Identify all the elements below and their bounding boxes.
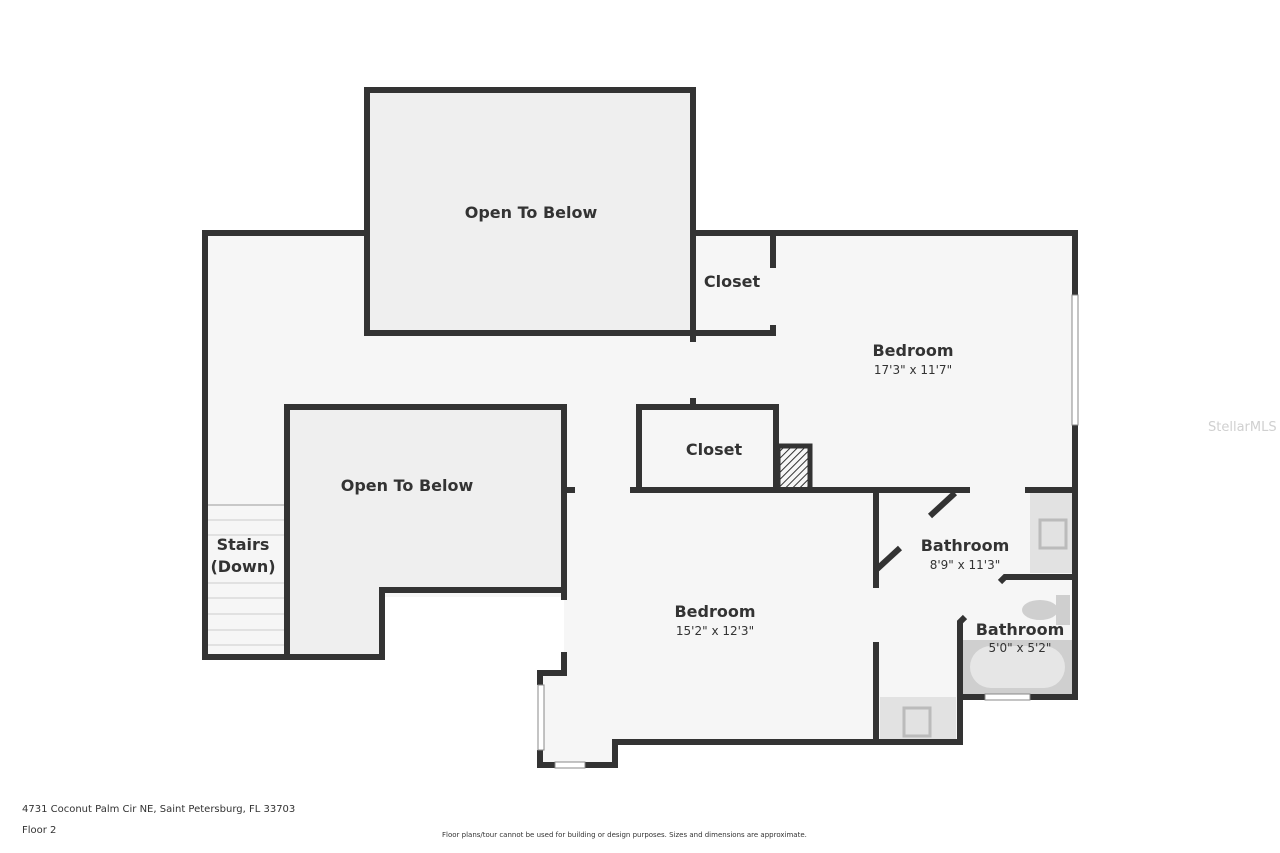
bathtub-icon bbox=[970, 646, 1065, 688]
room-label-closet-top: Closet bbox=[704, 272, 761, 291]
room-dims-bathroom-2: 5'0" x 5'2" bbox=[989, 641, 1052, 655]
room-label-open-to-below-lower: Open To Below bbox=[341, 476, 474, 495]
room-label-bathroom-1: Bathroom bbox=[921, 536, 1010, 555]
open-to-below-lower bbox=[287, 407, 564, 657]
windows bbox=[537, 294, 1079, 769]
open-to-below-top bbox=[367, 90, 693, 333]
stairs-direction-label: (Down) bbox=[210, 557, 275, 576]
loft-floor bbox=[205, 233, 1075, 765]
sink-icon bbox=[1038, 518, 1068, 550]
room-label-open-to-below-top: Open To Below bbox=[465, 203, 598, 222]
floor-label: Floor 2 bbox=[22, 825, 57, 836]
room-label-bathroom-2: Bathroom bbox=[976, 620, 1065, 639]
room-dims-bedroom-1: 17'3" x 11'7" bbox=[874, 363, 952, 377]
room-label-closet-mid: Closet bbox=[686, 440, 743, 459]
room-dims-bathroom-1: 8'9" x 11'3" bbox=[930, 558, 1001, 572]
disclaimer: Floor plans/tour cannot be used for buil… bbox=[442, 831, 807, 839]
shower-drain-icon bbox=[902, 706, 932, 738]
room-label-bedroom-2: Bedroom bbox=[674, 602, 755, 621]
stairs-label: Stairs bbox=[217, 535, 270, 554]
toilet-tank bbox=[1056, 595, 1070, 625]
stairs bbox=[208, 519, 284, 646]
address: 4731 Coconut Palm Cir NE, Saint Petersbu… bbox=[22, 804, 296, 815]
room-dims-bedroom-2: 15'2" x 12'3" bbox=[676, 624, 754, 638]
room-label-bedroom-1: Bedroom bbox=[872, 341, 953, 360]
toilet-icon bbox=[1022, 600, 1058, 620]
watermark: StellarMLS bbox=[1208, 420, 1277, 435]
walls bbox=[202, 87, 1078, 768]
chimney bbox=[775, 443, 813, 493]
shower-area bbox=[880, 697, 956, 739]
